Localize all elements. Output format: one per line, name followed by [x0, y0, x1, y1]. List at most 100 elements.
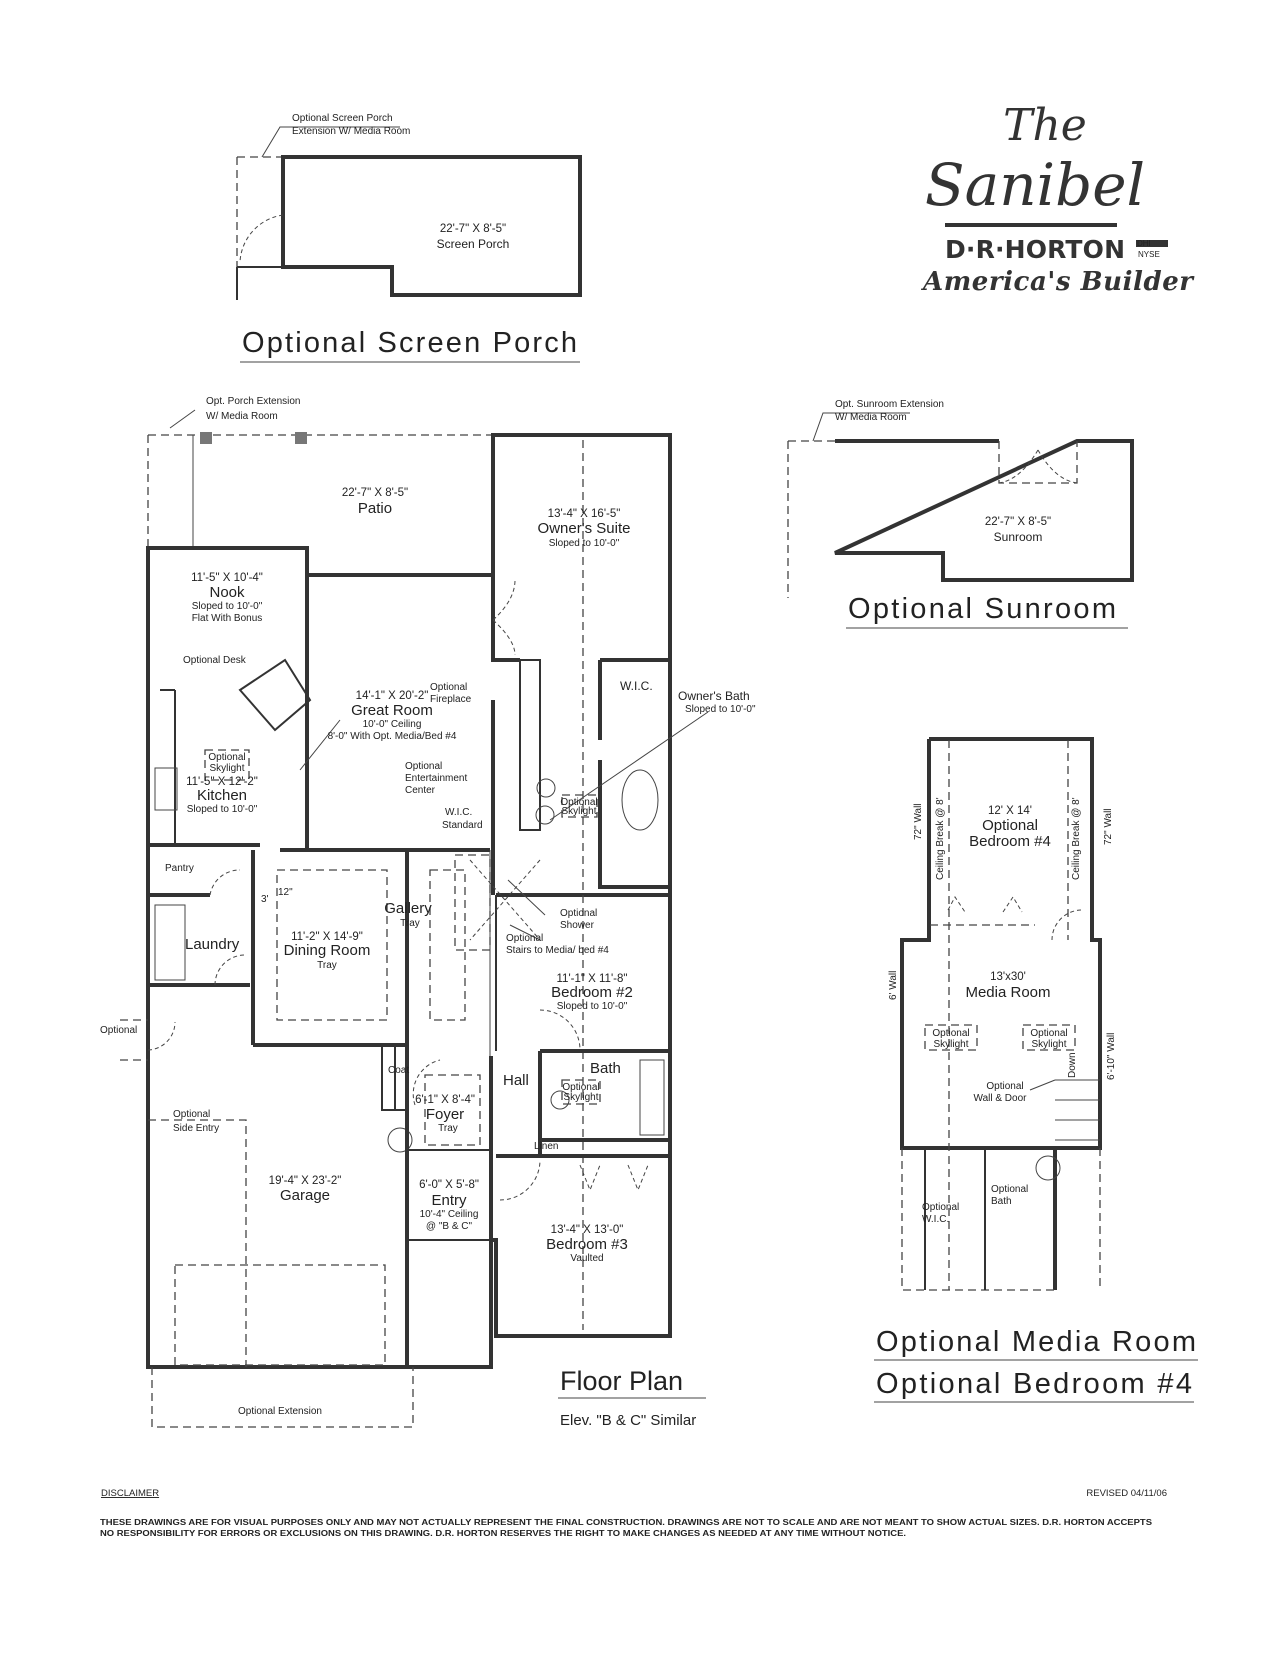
hall-label: Hall — [503, 1072, 529, 1089]
owners-bath-note: Sloped to 10'-0" — [685, 704, 756, 715]
ticker-dhi: DHI — [1137, 239, 1151, 248]
optional-side-door-label: Optional — [100, 1025, 137, 1036]
bedroom4-label: Bedroom #4 — [969, 833, 1051, 850]
bedroom3-note: Vaulted — [570, 1253, 603, 1264]
skylight-label: Optional — [1030, 1028, 1067, 1039]
ceiling-break-label: Ceiling Break @ 8' — [935, 797, 946, 880]
entry-note: @ "B & C" — [426, 1221, 473, 1232]
kitchen-skylight-label: Skylight — [209, 763, 244, 774]
sanibel-logo: The Sanibel D·R·HORTON DHI NYSE America'… — [920, 100, 1195, 297]
bedroom4-dims: 12' X 14' — [988, 805, 1032, 817]
wall-height-label: 72" Wall — [913, 803, 924, 840]
screen-porch-label: Screen Porch — [437, 237, 510, 251]
floor-plan-subtitle: Elev. "B & C" Similar — [560, 1412, 696, 1429]
wic-label: W.I.C. — [620, 679, 653, 693]
owners-suite-dims: 13'-4" X 16'-5" — [548, 508, 621, 520]
kitchen-skylight-label: Optional — [208, 752, 245, 763]
dining-mark: 12" — [278, 887, 293, 898]
foyer-label: Foyer — [426, 1106, 464, 1123]
skylight-label: Skylight — [933, 1039, 968, 1050]
media-room-plan: 12' X 14' Optional Bedroom #4 72" Wall C… — [874, 737, 1198, 1403]
entertainment-center-label: Entertainment — [405, 773, 467, 784]
dining-room-note: Tray — [317, 960, 337, 971]
nook-dims: 11'-5" X 10'-4" — [191, 572, 263, 584]
logo-the: The — [1003, 100, 1087, 151]
patio-label: Patio — [358, 500, 392, 517]
bedroom2-label: Bedroom #2 — [551, 984, 633, 1001]
side-entry-label: Optional — [173, 1109, 210, 1120]
optional-stairs-label: Stairs to Media/ bed #4 — [506, 945, 609, 956]
wall-height-label: 72" Wall — [1103, 808, 1114, 845]
gallery-note: Tray — [400, 918, 420, 929]
owners-bath-label: Owner's Bath — [678, 689, 750, 703]
owners-suite-label: Owner's Suite — [538, 520, 631, 537]
logo-tagline: America's Builder — [920, 267, 1195, 297]
porch-extension-callout: W/ Media Room — [206, 411, 278, 422]
sunroom-callout: W/ Media Room — [835, 412, 907, 423]
patio-dims: 22'-7" X 8'-5" — [342, 487, 408, 499]
fireplace-label: Optional — [430, 682, 467, 693]
owners-suite-note: Sloped to 10'-0" — [549, 538, 620, 549]
entertainment-center-label: Optional — [405, 761, 442, 772]
coat-closet-label: Coat — [388, 1065, 409, 1076]
entertainment-center-label: Center — [405, 785, 436, 796]
sunroom-title: Optional Sunroom — [848, 593, 1116, 625]
foyer-note: Tray — [438, 1123, 458, 1134]
wic-standard-label: Standard — [442, 820, 483, 831]
great-room-dims: 14'-1" X 20'-2" — [356, 690, 429, 702]
optional-bath-label: Optional — [991, 1184, 1028, 1195]
pantry-label: Pantry — [165, 863, 194, 874]
screen-porch-plan: Optional Screen Porch Extension W/ Media… — [236, 113, 582, 363]
logo-sanibel: Sanibel — [925, 151, 1145, 219]
ticker-nyse: NYSE — [1138, 250, 1160, 259]
entry-label: Entry — [431, 1192, 467, 1209]
optional-shower-label: Optional — [560, 908, 597, 919]
revised-date: REVISED 04/11/06 — [1086, 1488, 1167, 1499]
kitchen-label: Kitchen — [197, 787, 247, 804]
bedroom4-label: Optional — [982, 817, 1038, 834]
bedroom2-note: Sloped to 10'-0" — [557, 1001, 628, 1012]
linen-label: Linen — [534, 1141, 558, 1152]
skylight-label: Optional — [932, 1028, 969, 1039]
bedroom4-title: Optional Bedroom #4 — [876, 1368, 1192, 1400]
dining-room-label: Dining Room — [284, 942, 371, 959]
sunroom-callout: Opt. Sunroom Extension — [835, 399, 944, 410]
great-room-note: 8'-0" With Opt. Media/Bed #4 — [328, 731, 457, 742]
floor-plan-title: Floor Plan — [560, 1366, 683, 1396]
great-room-note: 10'-0" Ceiling — [363, 719, 422, 730]
nook-note: Sloped to 10'-0" — [192, 601, 263, 612]
bath-label: Bath — [590, 1060, 621, 1077]
wall-height-label: 6' Wall — [888, 971, 899, 1000]
dining-mark: 3' — [261, 894, 269, 905]
optional-desk-label: Optional Desk — [183, 655, 247, 666]
optional-shower-label: Shower — [560, 920, 595, 931]
sunroom-plan: Opt. Sunroom Extension W/ Media Room 22'… — [787, 399, 1134, 629]
side-entry-label: Side Entry — [173, 1123, 219, 1134]
media-room-dims: 13'x30' — [990, 971, 1026, 983]
bath-skylight-label: Skylight — [563, 1092, 598, 1103]
sunroom-dims: 22'-7" X 8'-5" — [985, 516, 1051, 528]
kitchen-note: Sloped to 10'-0" — [187, 804, 258, 815]
gallery-label: Gallery — [384, 900, 432, 917]
bedroom3-dims: 13'-4" X 13'-0" — [551, 1224, 624, 1236]
garage-dims: 19'-4" X 23'-2" — [269, 1175, 342, 1187]
optional-wic-label: W.I.C. — [922, 1214, 949, 1225]
disclaimer-footer: DISCLAIMER REVISED 04/11/06 THESE DRAWIN… — [100, 1488, 1167, 1538]
wall-door-label: Wall & Door — [974, 1093, 1028, 1104]
media-room-label: Media Room — [965, 984, 1050, 1001]
skylight-label: Skylight — [1031, 1039, 1066, 1050]
optional-bath-label: Bath — [991, 1196, 1012, 1207]
bath-skylight-label: Skylight — [561, 806, 596, 817]
media-room-title: Optional Media Room — [876, 1326, 1196, 1358]
bath-skylight-label: Optional — [562, 1082, 599, 1093]
dining-room-dims: 11'-2" X 14'-9" — [291, 931, 363, 943]
entry-dims: 6'-0" X 5'-8" — [419, 1179, 479, 1191]
dr-horton-wordmark: D·R·HORTON — [945, 235, 1125, 264]
kitchen-dims: 11'-5" X 12'-2" — [186, 776, 258, 788]
optional-wic-label: Optional — [922, 1202, 959, 1213]
nook-label: Nook — [209, 584, 245, 601]
disclaimer-text: NO RESPONSIBILITY FOR ERRORS OR EXCLUSIO… — [100, 1528, 906, 1538]
screen-porch-callout: Optional Screen Porch — [292, 113, 393, 124]
garage-label: Garage — [280, 1187, 330, 1204]
